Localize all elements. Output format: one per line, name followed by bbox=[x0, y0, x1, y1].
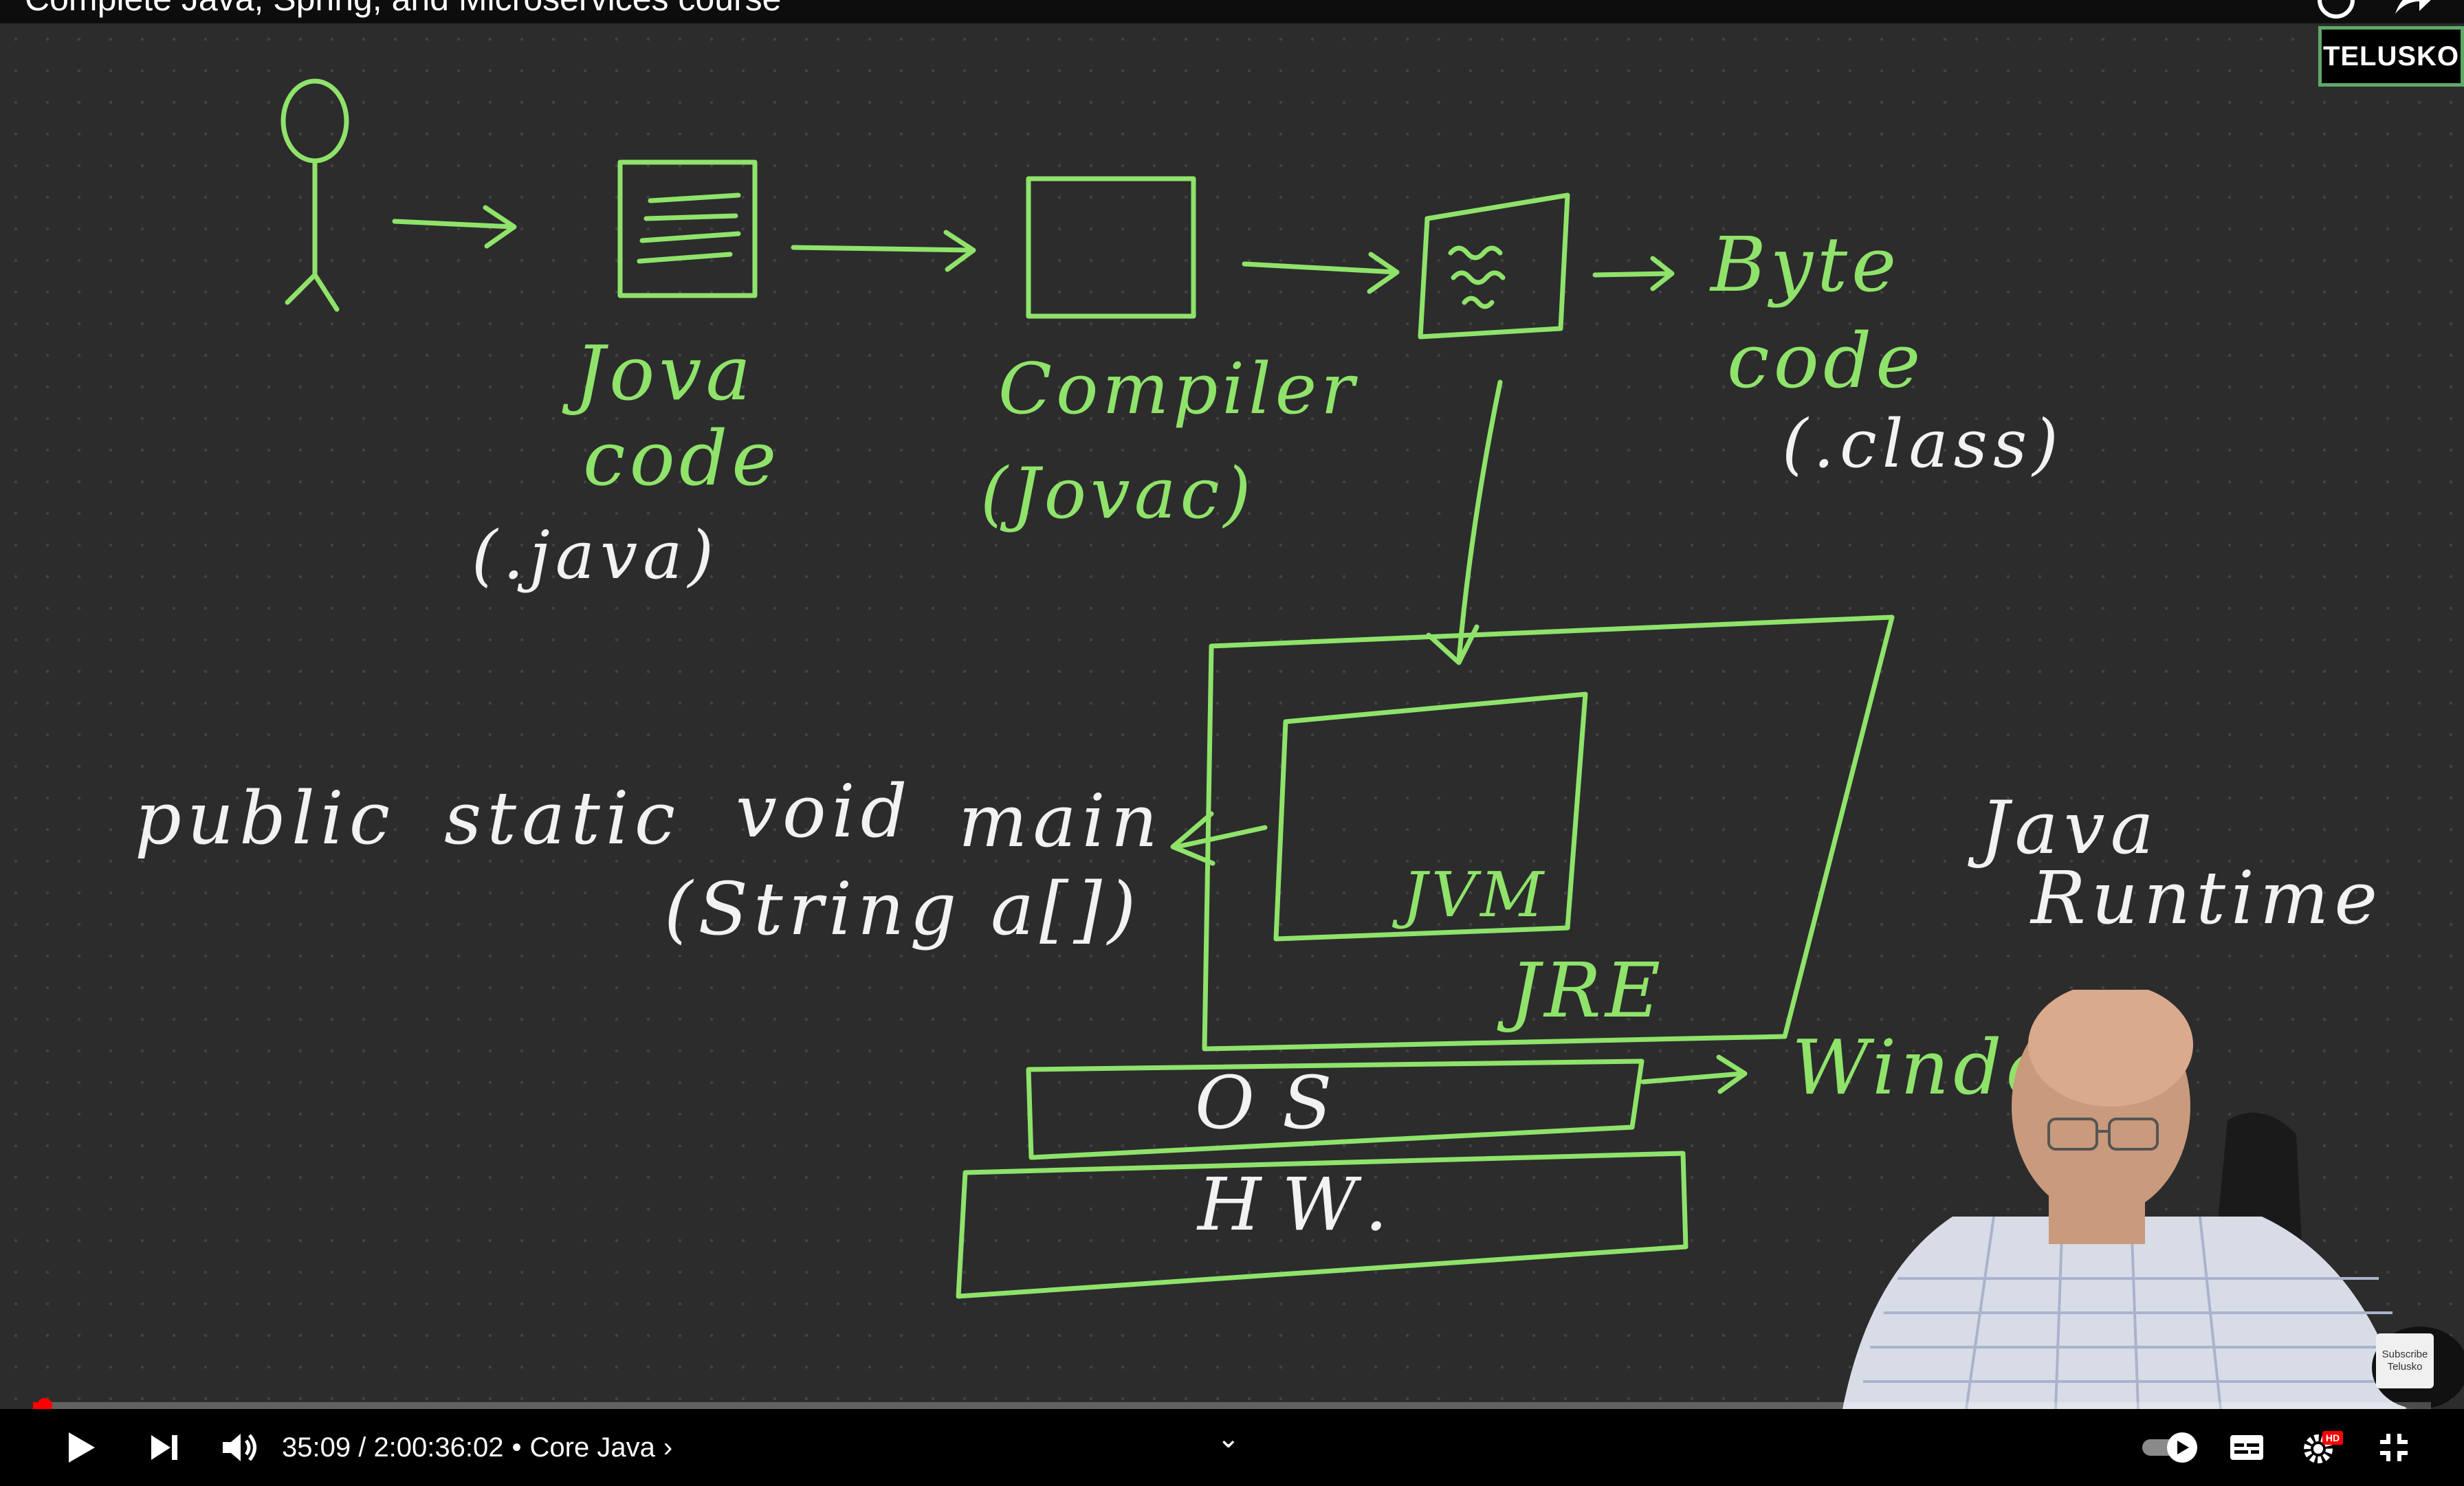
presenter-video bbox=[1815, 990, 2464, 1409]
java-code-label-line2: code bbox=[583, 414, 781, 502]
main-word-static: static bbox=[444, 776, 681, 861]
os-label: OS bbox=[1195, 1061, 1360, 1145]
hd-badge: HD bbox=[2326, 1432, 2340, 1443]
bytecode-file-icon bbox=[1418, 192, 1570, 340]
chapter-chevron-icon[interactable]: › bbox=[663, 1432, 673, 1463]
settings-gear-icon[interactable]: HD bbox=[2298, 1409, 2346, 1486]
whiteboard-drawing bbox=[280, 78, 1895, 1299]
arrow-compiler-to-bytecode bbox=[1242, 252, 1400, 294]
telusko-logo: TELUSKO bbox=[2318, 26, 2464, 87]
class-extension-label: (.class) bbox=[1782, 406, 2064, 483]
share-arrow-icon[interactable] bbox=[2388, 0, 2431, 21]
arrow-figure-to-code bbox=[392, 205, 517, 249]
chapter-title[interactable]: Core Java bbox=[529, 1432, 655, 1463]
java-runtime-line2: Runtime bbox=[2031, 856, 2384, 940]
stick-figure-icon bbox=[280, 78, 349, 312]
exit-fullscreen-icon[interactable] bbox=[2373, 1409, 2414, 1486]
java-code-label-line1: Jova bbox=[575, 329, 756, 417]
main-word-void: void bbox=[736, 769, 913, 854]
player-control-bar bbox=[0, 1409, 2464, 1486]
arrow-jvm-to-main bbox=[1170, 811, 1268, 866]
progress-bar[interactable] bbox=[33, 1398, 2431, 1413]
java-runtime-line1: Java bbox=[1980, 786, 2159, 870]
java-extension-label: (.java) bbox=[472, 517, 719, 594]
volume-icon[interactable] bbox=[219, 1409, 260, 1486]
javac-label: (Jovac) bbox=[980, 453, 1255, 535]
time-text: 35:09 / 2:00:36:02 bbox=[282, 1432, 504, 1463]
hw-box bbox=[956, 1151, 1688, 1299]
jre-label: JRE bbox=[1510, 946, 1665, 1034]
byte-code-label-line1: Byte bbox=[1710, 221, 1901, 309]
java-code-document-icon bbox=[617, 159, 758, 298]
next-icon[interactable] bbox=[146, 1409, 184, 1486]
captions-icon[interactable] bbox=[2226, 1409, 2267, 1486]
arrow-code-to-compiler bbox=[791, 230, 976, 272]
chevron-down-icon[interactable]: ⌄ bbox=[1217, 1423, 1240, 1454]
jvm-label: JVM bbox=[1402, 859, 1548, 931]
play-icon[interactable] bbox=[60, 1409, 102, 1486]
autoplay-toggle-icon[interactable] bbox=[2140, 1409, 2201, 1486]
arrow-bytecode-to-jvm bbox=[1426, 379, 1503, 665]
main-params: (String a[]) bbox=[664, 867, 1142, 951]
title-bar bbox=[0, 0, 2464, 23]
os-box bbox=[1026, 1058, 1644, 1160]
channel-text: Telusko bbox=[2387, 1361, 2423, 1373]
arrow-os-to-windows bbox=[1640, 1054, 1748, 1094]
jre-container bbox=[1202, 614, 1895, 1052]
main-word-main: main bbox=[958, 779, 1163, 863]
compiler-box bbox=[1026, 176, 1196, 319]
time-display: 35:09 / 2:00:36:02 • Core Java › bbox=[282, 1409, 672, 1486]
arrow-to-bytecode-label bbox=[1592, 256, 1675, 291]
clock-icon[interactable] bbox=[2316, 0, 2357, 21]
hw-label: HW. bbox=[1198, 1162, 1409, 1247]
subscribe-text: Subscribe bbox=[2382, 1349, 2428, 1360]
jvm-box bbox=[1273, 691, 1588, 942]
time-separator: • bbox=[512, 1432, 522, 1463]
subscribe-watermark[interactable]: Subscribe Telusko bbox=[2376, 1333, 2434, 1388]
main-word-public: public bbox=[135, 776, 396, 861]
byte-code-label-line2: code bbox=[1727, 317, 1925, 405]
video-title[interactable]: Complete Java, Spring, and Microservices… bbox=[25, 0, 781, 21]
compiler-label: Compiler bbox=[998, 348, 1358, 430]
